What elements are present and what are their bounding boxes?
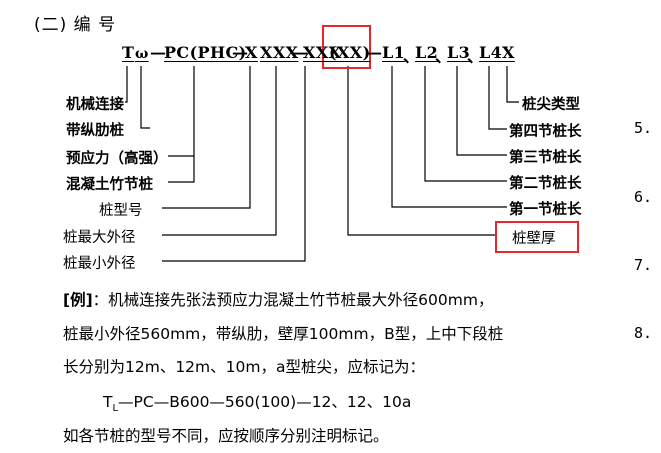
label-max-diameter: 桩最大外径	[63, 230, 136, 246]
code-sep-4: —	[366, 43, 383, 62]
code-pc-phc: PC(PHC)	[164, 43, 247, 62]
label-tip-type: 桩尖类型	[522, 97, 580, 113]
label-prestress: 预应力（高强）	[66, 151, 168, 167]
label-rib-pile: 带纵肋桩	[66, 123, 124, 139]
side-number-8: 8.	[634, 324, 653, 342]
code-x-model: X	[245, 43, 258, 62]
label-second-length: 第二节桩长	[509, 176, 582, 192]
highlight-box-wall	[495, 221, 579, 253]
code-xx-wall: (XX)	[329, 43, 371, 62]
highlight-box-xx	[322, 25, 371, 69]
code-sep-1: —	[150, 43, 167, 62]
label-fourth-length: 第四节桩长	[509, 124, 582, 140]
example-line-5: 如各节桩的型号不同，应按顺序分别注明标记。	[63, 427, 389, 445]
label-pile-model: 桩型号	[99, 203, 143, 219]
side-number-5: 5.	[634, 119, 653, 137]
label-third-length: 第三节桩长	[509, 150, 582, 166]
code-l2: L2	[415, 43, 439, 62]
code-l3: L3	[447, 43, 471, 62]
example-tag: [例]	[63, 291, 93, 309]
side-number-6: 6.	[634, 188, 653, 206]
code-sep-3: —	[292, 43, 309, 62]
code-comma-3: 、	[467, 47, 484, 66]
example-formula: TL—PC—B600—560(100)—12、12、10a	[103, 393, 412, 415]
example-line-1: [例]：机械连接先张法预应力混凝土竹节桩最大外径600mm，	[63, 291, 494, 309]
example-line-3: 长分别为12m、12m、10m，a型桩尖，应标记为：	[63, 358, 425, 376]
code-l1: L1	[382, 43, 406, 62]
code-xxx-max: XXX	[260, 43, 299, 62]
label-min-diameter: 桩最小外径	[63, 256, 136, 272]
label-concrete-bamboo-pile: 混凝土竹节桩	[66, 177, 153, 193]
code-omega: ω	[135, 46, 149, 62]
code-l4: L4	[479, 43, 503, 62]
code-xxx-min: XXX	[303, 43, 342, 62]
code-x-tip: X	[502, 43, 515, 62]
code-comma-2: 、	[435, 47, 452, 66]
label-mechanical-connection: 机械连接	[66, 97, 124, 113]
side-number-7: 7.	[634, 256, 653, 274]
label-wall-thickness: 桩壁厚	[512, 231, 556, 247]
label-first-length: 第一节桩长	[509, 202, 582, 218]
example-line-2: 桩最小外径560mm，带纵肋，壁厚100mm，B型，上中下段桩	[63, 325, 504, 343]
section-heading: (二) 编 号	[34, 15, 117, 35]
code-sep-2: —	[232, 43, 249, 62]
code-comma-1: 、	[403, 47, 420, 66]
code-t: T	[122, 43, 135, 62]
